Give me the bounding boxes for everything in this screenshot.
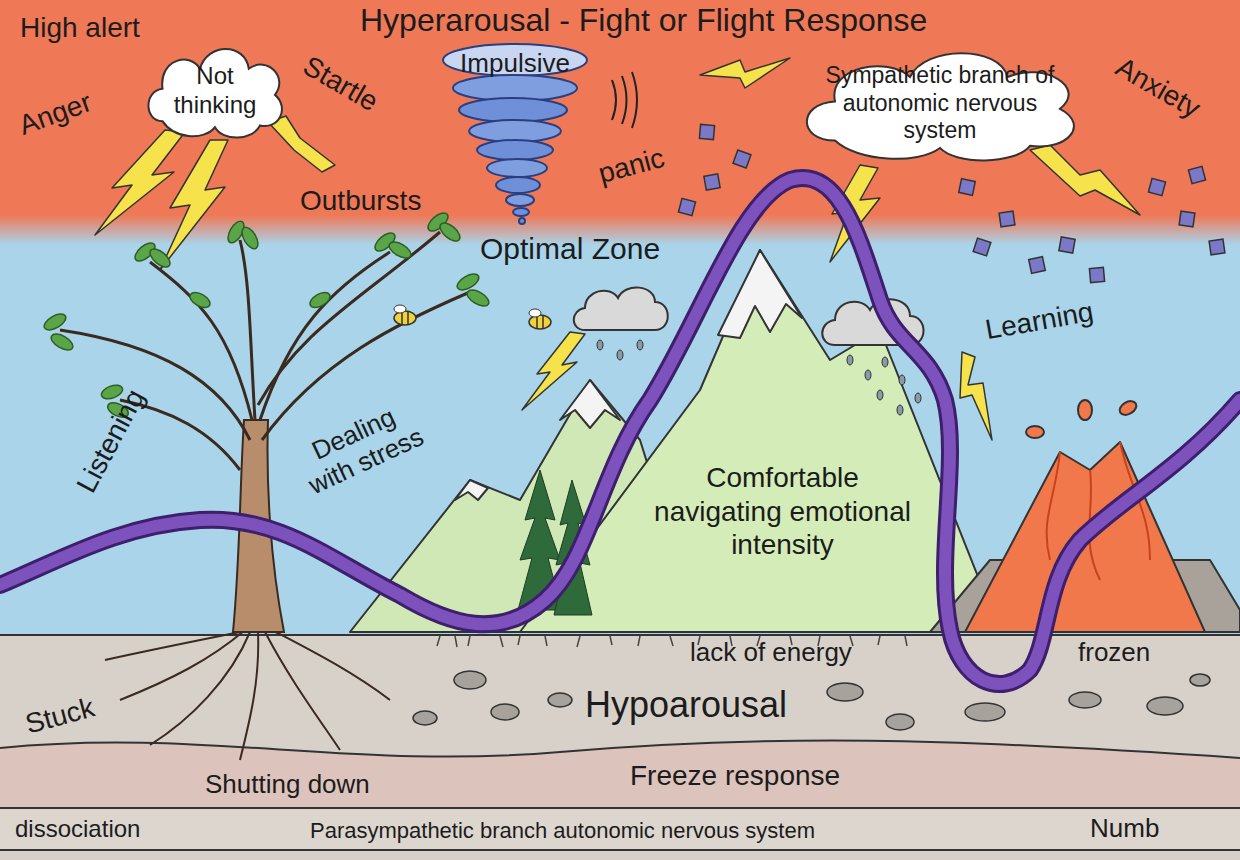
label-text: Shutting down <box>205 770 370 800</box>
volcano <box>930 398 1240 632</box>
title: Hyperarousal - Fight or Flight Response <box>360 2 927 39</box>
lightning <box>95 58 1140 440</box>
tornado-label: Impulsive <box>430 44 600 84</box>
node-text: Comfortable navigating emotional intensi… <box>646 461 919 562</box>
node-text: Not thinking <box>160 62 270 120</box>
label-text: Numb <box>1090 814 1159 844</box>
node-text: Impulsive <box>460 48 570 79</box>
label-text: Outbursts <box>300 185 421 217</box>
mountains <box>350 250 1000 632</box>
ground-line <box>0 849 1240 851</box>
tornado <box>443 44 587 224</box>
bees <box>394 305 551 329</box>
tree <box>42 210 492 760</box>
river <box>0 178 1240 684</box>
rocks <box>413 671 1210 730</box>
label-text: Optimal Zone <box>480 232 660 267</box>
hypoarousal-band <box>0 635 1240 860</box>
mountain-label: Comfortable navigating emotional intensi… <box>640 455 925 568</box>
label-text: lack of energy <box>690 638 852 668</box>
motion-marks <box>612 72 637 128</box>
ground-line <box>0 807 1240 809</box>
cloud-outline <box>807 53 1074 160</box>
ground-line <box>0 741 1240 758</box>
thought-cloud: Sympathetic branch of autonomic nervous … <box>790 40 1090 167</box>
cloud-outline <box>148 49 282 138</box>
leaves <box>42 210 492 420</box>
node-text: Sympathetic branch of autonomic nervous … <box>820 62 1060 145</box>
label-text: Hypoarousal <box>585 684 787 725</box>
label-text: Freeze response <box>630 760 840 792</box>
ground-layer <box>0 808 1240 850</box>
tree-roots <box>105 630 390 760</box>
thought-cloud: Not thinking <box>140 38 290 143</box>
ground-layer <box>0 741 1240 808</box>
label-text: Parasympathetic branch autonomic nervous… <box>310 818 815 843</box>
label-text: dissociation <box>15 815 140 843</box>
ground-line <box>0 634 1240 636</box>
small-clouds <box>574 287 924 415</box>
label-text: High alert <box>20 12 140 44</box>
label-text: frozen <box>1078 638 1150 668</box>
